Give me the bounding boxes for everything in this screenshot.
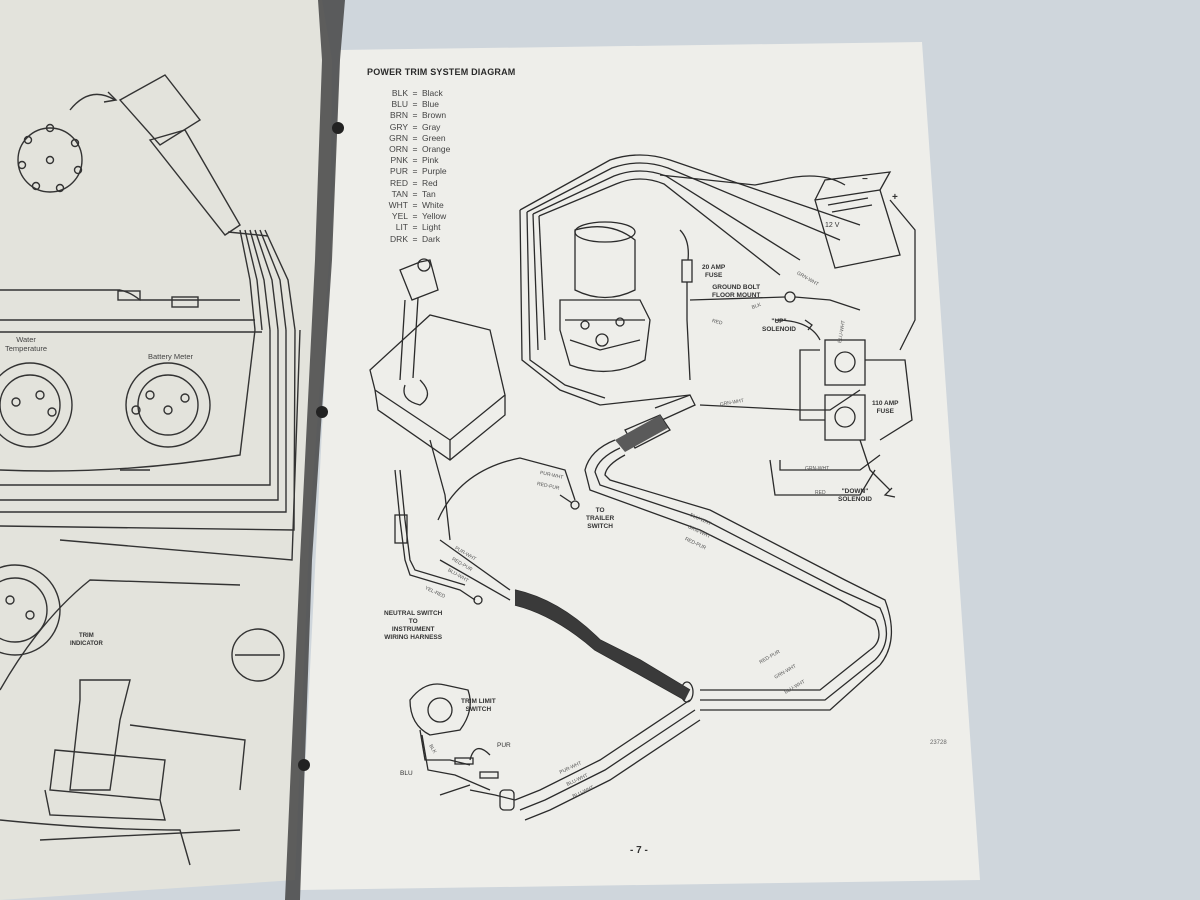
legend-code: PNK [390, 155, 408, 166]
legend-code: GRN [389, 132, 408, 143]
legend-color-name: Gray [422, 121, 441, 132]
legend-row: GRN = Green [372, 133, 482, 144]
legend-equals: = [412, 177, 418, 188]
ground-bolt-label: GROUND BOLT FLOOR MOUNT [712, 284, 761, 299]
power-trim-wiring [369, 154, 916, 821]
trim-indicator-label: TRIM INDICATOR [70, 633, 103, 647]
legend-equals: = [412, 211, 418, 222]
legend-equals: = [412, 233, 418, 244]
legend-equals: = [412, 99, 418, 110]
binder-ring [316, 406, 328, 418]
legend-color-name: Pink [422, 155, 439, 166]
legend-color-name: Light [422, 222, 441, 233]
legend-row: TAN = Tan [372, 189, 482, 200]
legend-equals: = [412, 188, 418, 199]
legend-row: DRK = Dark [372, 234, 482, 245]
legend-row: YEL = Yellow [372, 211, 482, 222]
legend-code: PUR [390, 166, 408, 177]
legend-row: BLU = Blue [372, 99, 482, 110]
battery-plus-label: + [892, 192, 898, 203]
legend-code: RED [390, 177, 408, 188]
neutral-switch-label: NEUTRAL SWITCH TO INSTRUMENT WIRING HARN… [384, 610, 443, 641]
legend-code: LIT [395, 222, 408, 233]
pur-wire-label: PUR [497, 742, 511, 749]
water-temperature-label: Water Temperature [5, 335, 48, 353]
fuse-110-label: 110 AMP FUSE [872, 400, 899, 415]
legend-code: WHT [388, 200, 408, 211]
legend-row: GRY = Gray [372, 122, 482, 133]
legend-equals: = [412, 155, 418, 166]
right-page [300, 42, 980, 890]
harness-sleeve [515, 590, 690, 700]
legend-code: ORN [389, 144, 408, 155]
legend-code: BLU [391, 99, 408, 110]
legend-color-name: Blue [422, 99, 440, 110]
legend-equals: = [412, 222, 418, 233]
blu-wire-label: BLU [400, 770, 413, 777]
legend-color-name: White [422, 200, 444, 211]
legend-equals: = [412, 110, 418, 121]
legend-color-name: Red [422, 177, 438, 188]
legend-color-name: Black [422, 88, 443, 98]
page-number: - 7 - [630, 845, 648, 856]
legend-equals: = [412, 88, 418, 98]
legend-row: LIT = Light [372, 222, 482, 233]
legend-color-name: Tan [422, 188, 436, 199]
legend-code: GRY [389, 121, 408, 132]
legend-code: TAN [391, 188, 408, 199]
legend-row: WHT = White [372, 200, 482, 211]
legend-color-name: Orange [422, 144, 451, 155]
trim-limit-switch-label: TRIM LIMIT SWITCH [461, 698, 496, 713]
legend-color-name: Purple [422, 166, 447, 177]
legend-row: ORN = Orange [372, 144, 482, 155]
legend-code: DRK [390, 233, 408, 244]
battery-minus-label: − [862, 174, 868, 185]
legend-code: BLK [391, 88, 408, 98]
binder-ring [298, 759, 310, 771]
legend-code: YEL [391, 211, 408, 222]
harness-sleeve [615, 415, 668, 452]
legend-color-name: Green [422, 132, 446, 143]
battery-voltage-label: 12 V [825, 222, 840, 229]
up-solenoid-label: "UP" SOLENOID [762, 318, 796, 333]
battery-meter-label: Battery Meter [148, 352, 194, 361]
legend-color-name: Brown [422, 110, 447, 121]
figure-number: 23728 [930, 740, 947, 746]
legend-code: BRN [390, 110, 408, 121]
legend-equals: = [412, 121, 418, 132]
legend-equals: = [412, 132, 418, 143]
wire-tag: RED [815, 490, 826, 496]
legend-equals: = [412, 144, 418, 155]
trailer-switch-label: TO TRAILER SWITCH [586, 507, 615, 530]
left-page [0, 0, 332, 900]
legend-row: BRN = Brown [372, 110, 482, 121]
legend-equals: = [412, 200, 418, 211]
legend-equals: = [412, 166, 418, 177]
binder-ring [332, 122, 344, 134]
legend-color-name: Yellow [422, 211, 447, 222]
legend-row: PNK = Pink [372, 155, 482, 166]
legend-row: RED = Red [372, 178, 482, 189]
instrument-wiring-diagram [0, 74, 301, 866]
fuse-20-label: 20 AMP FUSE [702, 264, 726, 279]
legend-row: PUR = Purple [372, 166, 482, 177]
diagram-title: POWER TRIM SYSTEM DIAGRAM [367, 67, 516, 77]
down-solenoid-label: "DOWN" SOLENOID [838, 488, 872, 503]
legend-row: BLK = Black [372, 88, 482, 99]
wire-tag: GRN-WHT [805, 466, 830, 472]
legend-color-name: Dark [422, 233, 440, 244]
